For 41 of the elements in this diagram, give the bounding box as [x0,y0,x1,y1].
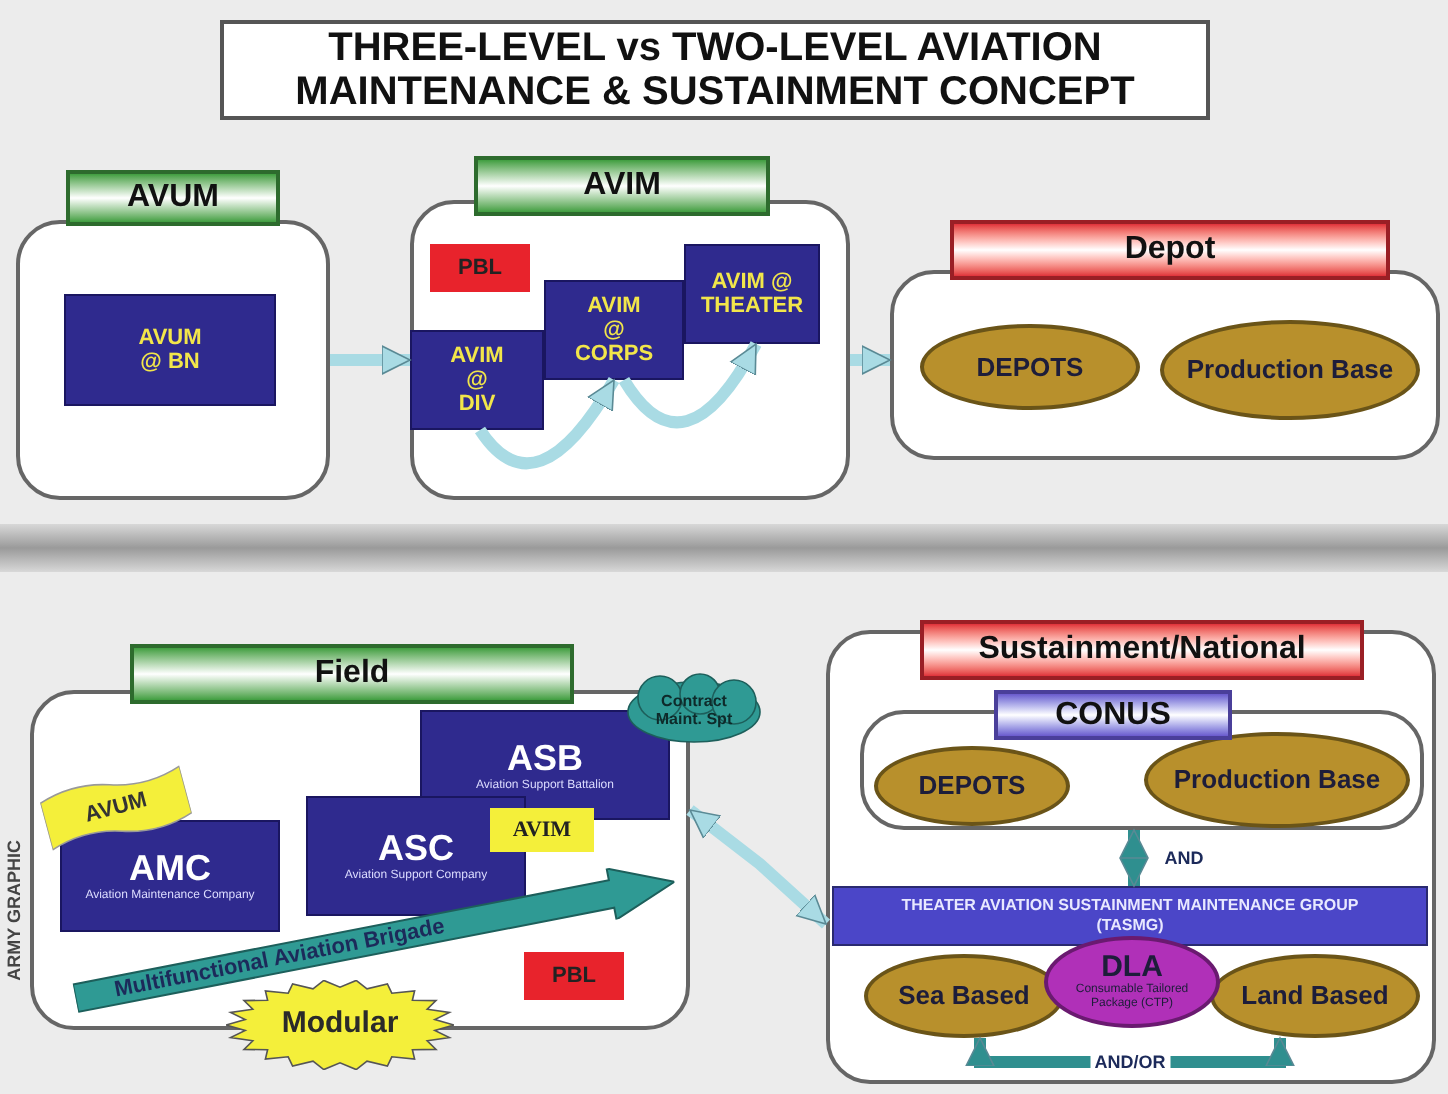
double-arrow [686,805,831,929]
header-tab: CONUS [994,690,1232,740]
unit-label: AVIM @ THEATER [700,270,804,318]
unit-box [410,330,544,430]
header-tab: AVUM [66,170,280,226]
header-tab: AVIM [474,156,770,216]
unit-label: ASB [506,737,583,777]
oval-label: Sea Based [896,982,1032,1010]
oval-label: DEPOTS [916,772,1028,800]
arrow [850,345,891,375]
arrow [619,341,762,429]
oval-label: DLA [1101,952,1163,984]
status-tag: PBL [524,952,624,1000]
unit-label: ASC [377,828,454,868]
unit-label: AVIM @ DIV [450,344,504,416]
unit-box [64,294,276,406]
banner-bar: THEATER AVIATION SUSTAINMENT MAINTENANCE GROUP (TASMG) [832,886,1428,946]
status-tag: PBL [430,244,530,292]
unit-label: AVUM @ BN [138,326,202,374]
credit-text: ARMY GRAPHIC [2,840,26,981]
oval-label: DEPOTS [974,353,1086,381]
header-tab: Sustainment/National [920,620,1364,680]
unit-label: AVIM @ CORPS [574,294,654,366]
status-tag: AVIM [490,808,594,852]
cloud-label: Contract Maint. Spt [653,692,735,728]
oval-label: Production Base [1171,766,1383,794]
edge-label: AND [1160,848,1208,868]
unit-label: AMC [129,848,211,888]
arrow [330,345,411,375]
unit-box [684,244,820,344]
diagram-title: THREE-LEVEL vs TWO-LEVEL AVIATION MAINTENANCE & SUSTAINMENT CONCEPT [220,20,1210,120]
oval-label: Land Based [1239,982,1391,1010]
unit-box [60,820,280,932]
badge-label: Modular [281,1004,399,1045]
oval-label: Production Base [1184,356,1396,384]
double-arrow [1119,829,1149,887]
tag-label: AVUM [81,785,151,832]
edge-label: AND/OR [1090,1052,1170,1072]
header-tab: Depot [950,220,1390,280]
unit-box [544,280,684,380]
header-tab: Field [130,644,574,704]
